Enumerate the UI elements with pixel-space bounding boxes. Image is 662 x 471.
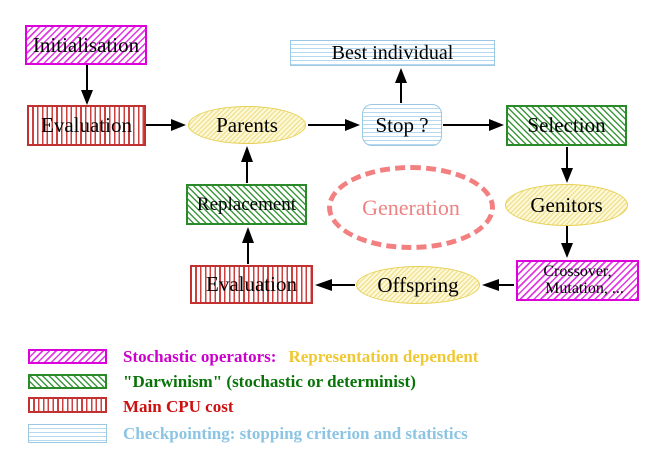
- node-genitors-label: Genitors: [530, 192, 603, 217]
- node-evaluation-top: Evaluation: [27, 105, 146, 146]
- node-genitors: Genitors: [505, 184, 628, 226]
- node-parents-label: Parents: [216, 112, 278, 137]
- legend-swatch-checkpointing: [28, 424, 107, 443]
- arrow-genitors-to-crossover: [561, 226, 573, 258]
- legend-label-checkpointing-text: Checkpointing: stopping criterion and st…: [123, 424, 468, 443]
- node-crossover-label-line1: Crossover,: [543, 262, 612, 280]
- node-best-individual: Best individual: [290, 40, 495, 66]
- arrow-initialisation-to-evaluation: [81, 65, 93, 105]
- legend-swatch-darwinism: [28, 374, 107, 389]
- node-crossover-mutation: Crossover, Mutation, ...: [516, 260, 639, 301]
- legend-label-representation-dependent-text: Representation dependent: [288, 347, 479, 366]
- legend-label-stochastic-operators: Stochastic operators: Representation depe…: [123, 347, 478, 367]
- node-stop: Stop ?: [362, 104, 442, 146]
- arrow-selection-to-genitors: [561, 147, 573, 183]
- node-initialisation: Initialisation: [25, 25, 147, 65]
- arrow-offspring-to-evaluation: [315, 279, 355, 291]
- legend-label-darwinism-text: "Darwinism" (stochastic or determinist): [123, 372, 416, 391]
- node-generation-loop: Generation: [327, 165, 495, 250]
- node-parents: Parents: [188, 106, 306, 144]
- arrow-evaluation-to-replacement: [242, 227, 254, 264]
- arrow-parents-to-stop: [308, 119, 360, 131]
- node-offspring: Offspring: [356, 266, 480, 304]
- arrow-crossover-to-offspring: [482, 279, 514, 291]
- arrow-evaluation-to-parents: [146, 119, 186, 131]
- legend-swatch-stochastic-operators: [28, 349, 107, 364]
- legend-label-checkpointing: Checkpointing: stopping criterion and st…: [123, 424, 468, 444]
- legend-label-darwinism: "Darwinism" (stochastic or determinist): [123, 372, 416, 392]
- arrow-stop-to-best-individual: [395, 68, 407, 103]
- node-initialisation-label: Initialisation: [32, 32, 140, 57]
- arrow-stop-to-selection: [443, 119, 504, 131]
- node-evaluation-bottom: Evaluation: [190, 265, 313, 304]
- legend-label-main-cpu-cost: Main CPU cost: [123, 397, 233, 417]
- node-selection-label: Selection: [527, 113, 606, 138]
- node-stop-label: Stop ?: [375, 112, 429, 137]
- node-evaluation-top-label: Evaluation: [41, 113, 132, 138]
- node-replacement-label: Replacement: [196, 193, 297, 215]
- arrow-replacement-to-parents: [241, 146, 253, 183]
- node-generation-label: Generation: [362, 194, 460, 220]
- legend-swatch-main-cpu-cost: [28, 397, 107, 413]
- node-offspring-label: Offspring: [377, 272, 459, 297]
- node-evaluation-bottom-label: Evaluation: [206, 272, 297, 297]
- node-best-individual-label: Best individual: [331, 41, 454, 64]
- node-replacement: Replacement: [186, 184, 307, 225]
- legend-label-stochastic-operators-text: Stochastic operators:: [123, 347, 277, 366]
- node-crossover-label-line2: Mutation, ...: [545, 279, 624, 297]
- node-selection: Selection: [506, 105, 627, 146]
- legend-label-main-cpu-cost-text: Main CPU cost: [123, 397, 234, 416]
